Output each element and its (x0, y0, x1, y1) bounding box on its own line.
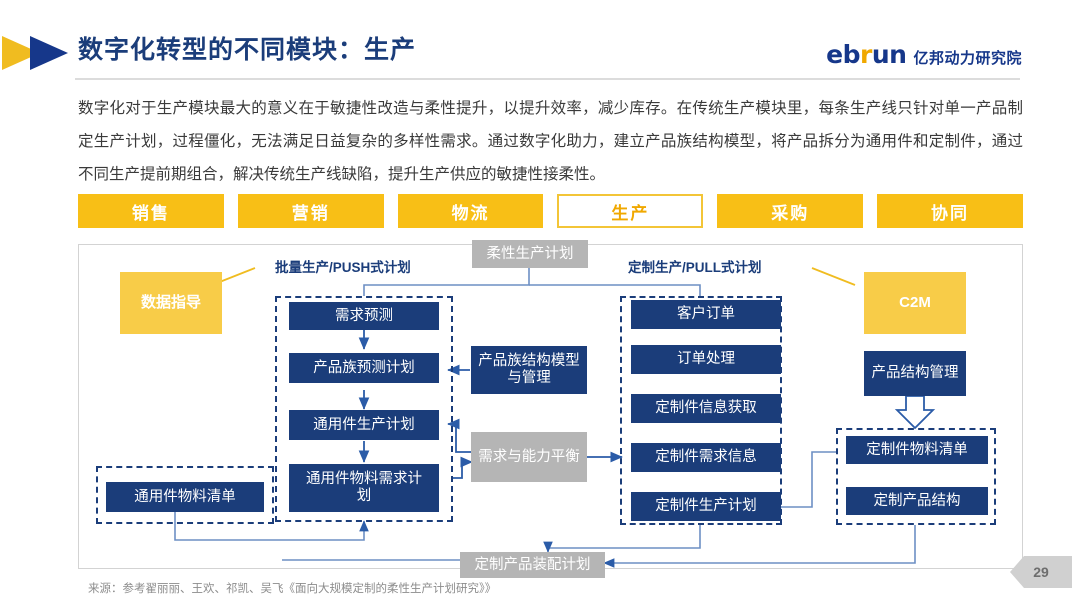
node-c2m[interactable]: C2M (864, 272, 966, 334)
tab-production[interactable]: 生产 (557, 194, 704, 228)
label-pull-plan: 定制生产/PULL式计划 (628, 260, 762, 275)
group-common-bom (96, 466, 274, 524)
node-custom-part-demand[interactable]: 定制件需求信息 (631, 443, 781, 472)
logo-part-a: eb (826, 40, 861, 69)
page-number-badge: 29 (1010, 556, 1072, 588)
group-push-plan (275, 296, 453, 522)
node-common-part-production-plan[interactable]: 通用件生产计划 (289, 410, 439, 440)
source-note: 来源：参考翟丽丽、王欢、祁凯、吴飞《面向大规模定制的柔性生产计划研究》》 (88, 583, 497, 595)
logo-part-b: un (871, 40, 907, 69)
chevron-decoration-icon (2, 36, 68, 70)
node-data-guidance[interactable]: 数据指导 (120, 272, 222, 334)
header-divider (75, 78, 1020, 80)
tab-marketing[interactable]: 营销 (237, 194, 384, 228)
node-family-structure-model[interactable]: 产品族结构模型与管理 (471, 346, 587, 394)
group-pull-plan (620, 296, 782, 525)
tab-logistics[interactable]: 物流 (397, 194, 544, 228)
node-family-forecast-plan[interactable]: 产品族预测计划 (289, 353, 439, 383)
node-custom-part-info[interactable]: 定制件信息获取 (631, 394, 781, 423)
node-demand-capacity-balance[interactable]: 需求与能力平衡 (471, 432, 587, 482)
page-title: 数字化转型的不同模块：生产 (78, 36, 417, 64)
tab-collaboration[interactable]: 协同 (877, 194, 1023, 228)
node-common-part-material-plan[interactable]: 通用件物料需求计划 (289, 464, 439, 512)
tab-sales[interactable]: 销售 (78, 194, 224, 228)
intro-paragraph: 数字化对于生产模块最大的意义在于敏捷性改造与柔性提升，以提升效率，减少库存。在传… (78, 100, 1023, 183)
node-custom-product-structure[interactable]: 定制产品结构 (846, 487, 988, 515)
node-order-processing[interactable]: 订单处理 (631, 345, 781, 374)
logo-part-r: r (860, 40, 872, 69)
group-custom-structure (836, 428, 996, 525)
node-product-structure-management[interactable]: 产品结构管理 (864, 351, 966, 396)
node-common-part-bom[interactable]: 通用件物料清单 (106, 482, 264, 512)
node-assembly-plan[interactable]: 定制产品装配计划 (460, 552, 605, 578)
node-flexible-production-plan[interactable]: 柔性生产计划 (472, 240, 588, 268)
module-tab-bar: 销售 营销 物流 生产 采购 协同 (78, 194, 1023, 228)
node-demand-forecast[interactable]: 需求预测 (289, 302, 439, 330)
label-push-plan: 批量生产/PUSH式计划 (275, 260, 411, 275)
tab-procurement[interactable]: 采购 (717, 194, 864, 228)
node-custom-part-production-plan[interactable]: 定制件生产计划 (631, 492, 781, 521)
logo-wordmark: ebrun (826, 40, 907, 69)
logo-chinese-name: 亿邦动力研究院 (913, 50, 1022, 67)
node-customer-order[interactable]: 客户订单 (631, 300, 781, 329)
brand-logo: ebrun 亿邦动力研究院 (826, 40, 1022, 69)
node-custom-part-bom[interactable]: 定制件物料清单 (846, 436, 988, 464)
